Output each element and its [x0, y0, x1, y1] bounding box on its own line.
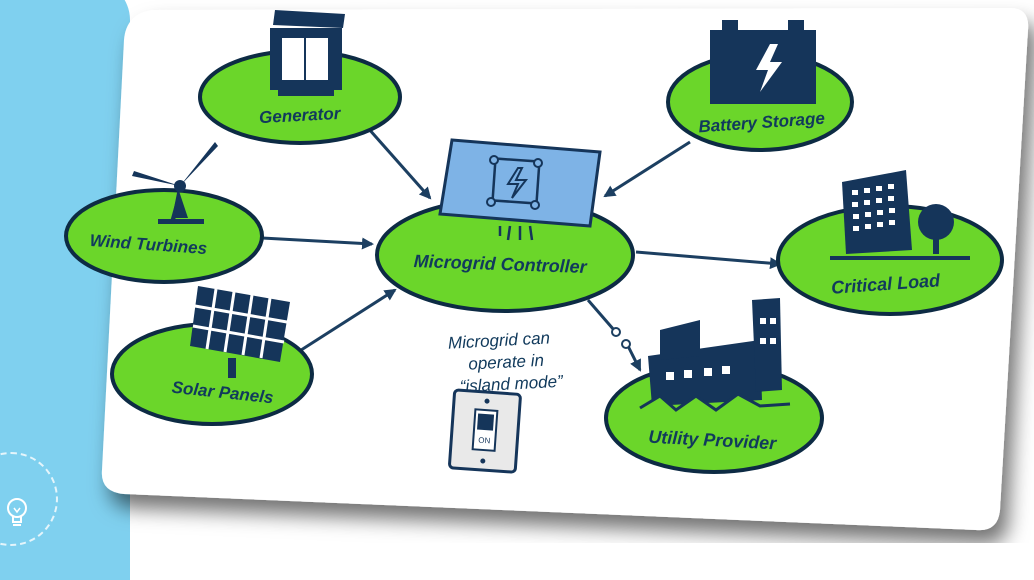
light-switch-icon: ON: [448, 388, 522, 474]
solar-panel-icon: [190, 286, 290, 378]
switch-on-label: ON: [478, 436, 491, 446]
node-generator: Generator: [198, 10, 402, 145]
arrow-solar-controller: [297, 288, 397, 354]
factory-icon: [639, 298, 791, 412]
node-battery-storage: Battery Storage: [666, 20, 854, 152]
generator-icon: [270, 10, 345, 96]
arrow-switch-utility: [626, 345, 642, 372]
arrow-battery-controller: [603, 140, 691, 198]
switch-contact-open: [611, 327, 621, 337]
tree-icon: [918, 204, 954, 240]
node-solar-panels: Solar Panels: [110, 286, 314, 426]
battery-icon: [710, 20, 816, 104]
arrow-generator-controller: [366, 127, 432, 200]
arrow-controller-critical: [635, 250, 782, 270]
microgrid-diagram: Generator Wind Turbines: [64, 8, 1029, 531]
generator-label: Generator: [259, 104, 343, 127]
connector-arrows: [261, 127, 782, 372]
building-icon: [830, 170, 970, 260]
node-critical-load: Critical Load: [776, 170, 1004, 316]
node-utility-provider: Utility Provider: [604, 298, 824, 474]
node-wind-turbines: Wind Turbines: [64, 142, 264, 284]
note-line-2: operate in: [468, 351, 545, 374]
connector-controller-switch: [586, 299, 616, 331]
arrow-wind-controller: [261, 236, 374, 250]
node-microgrid-controller: Microgrid Controller: [375, 138, 635, 313]
switch-contact-closed: [621, 339, 631, 349]
lightbulb-icon: [4, 496, 30, 530]
wind-turbine-icon: [132, 142, 218, 224]
controller-screen-icon: [438, 138, 602, 241]
